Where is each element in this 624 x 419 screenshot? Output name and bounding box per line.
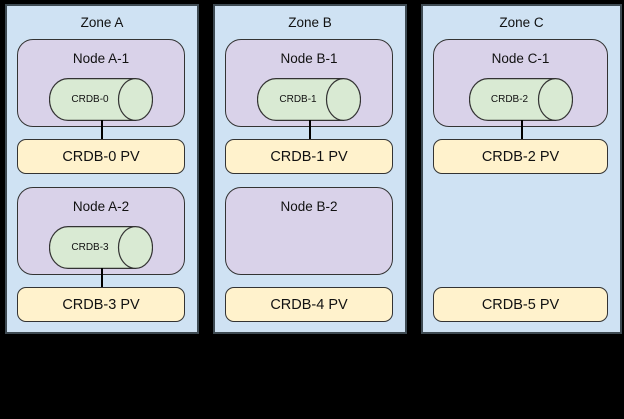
- crdb-3-pod-cylinder: CRDB-3: [49, 226, 153, 269]
- zone-b-label: Zone B: [288, 15, 332, 30]
- node-c1-box: Node C-1 CRDB-2: [433, 39, 608, 127]
- node-b2-box: Node B-2: [225, 187, 393, 275]
- node-a2-label: Node A-2: [72, 199, 130, 214]
- crdb-2-pod-cylinder: CRDB-2: [468, 78, 573, 121]
- connector-line: [520, 120, 523, 139]
- crdb-1-pv-box: CRDB-1 PV: [225, 139, 393, 174]
- crdb-2-pv-box: CRDB-2 PV: [433, 139, 608, 174]
- crdb-0-pod-cylinder: CRDB-0: [49, 78, 153, 121]
- connector-line: [101, 120, 103, 139]
- node-a2-box: Node A-2 CRDB-3: [17, 187, 185, 275]
- node-b1-box: Node B-1 CRDB-1: [225, 39, 393, 127]
- zone-c-box: Zone C Node C-1 CRDB-2 CRDB-2 PV CRDB-5 …: [421, 4, 622, 334]
- crdb-5-pv-label: CRDB-5 PV: [481, 296, 560, 313]
- connector-line: [309, 120, 311, 139]
- node-a1-box: Node A-1 CRDB-0: [17, 39, 185, 127]
- connector-line: [101, 268, 103, 287]
- crdb-0-pv-box: CRDB-0 PV: [17, 139, 185, 174]
- crdb-4-pv-box: CRDB-4 PV: [225, 287, 393, 322]
- zone-c-label: Zone C: [499, 15, 544, 30]
- crdb-1-pod-label: CRDB-1: [279, 94, 317, 105]
- cylinder-icon: [49, 226, 153, 269]
- node-c1-label: Node C-1: [491, 51, 550, 66]
- cylinder-icon: [49, 78, 153, 121]
- crdb-2-pod-label: CRDB-2: [490, 94, 529, 105]
- crdb-0-pod-label: CRDB-0: [71, 94, 109, 105]
- crdb-3-pv-label: CRDB-3 PV: [62, 296, 140, 313]
- node-b1-label: Node B-1: [280, 51, 338, 66]
- crdb-3-pod-label: CRDB-3: [71, 242, 109, 253]
- node-a1-label: Node A-1: [72, 51, 130, 66]
- crdb-0-pv-label: CRDB-0 PV: [62, 148, 140, 165]
- crdb-2-pv-label: CRDB-2 PV: [481, 148, 560, 165]
- crdb-1-pv-label: CRDB-1 PV: [270, 148, 348, 165]
- crdb-4-pv-label: CRDB-4 PV: [270, 296, 348, 313]
- bottom-black-strip: [0, 334, 624, 419]
- zone-a-label: Zone A: [80, 15, 124, 30]
- crdb-1-pod-cylinder: CRDB-1: [257, 78, 361, 121]
- zone-a-box: Zone A Node A-1 CRDB-0 CRDB-0 PV Node A-…: [5, 4, 199, 334]
- zone-b-box: Zone B Node B-1 CRDB-1 CRDB-1 PV Node B-…: [213, 4, 407, 334]
- crdb-5-pv-box: CRDB-5 PV: [433, 287, 608, 322]
- node-b2-label: Node B-2: [280, 199, 338, 214]
- cylinder-icon: [257, 78, 361, 121]
- crdb-3-pv-box: CRDB-3 PV: [17, 287, 185, 322]
- cylinder-icon: [468, 78, 573, 121]
